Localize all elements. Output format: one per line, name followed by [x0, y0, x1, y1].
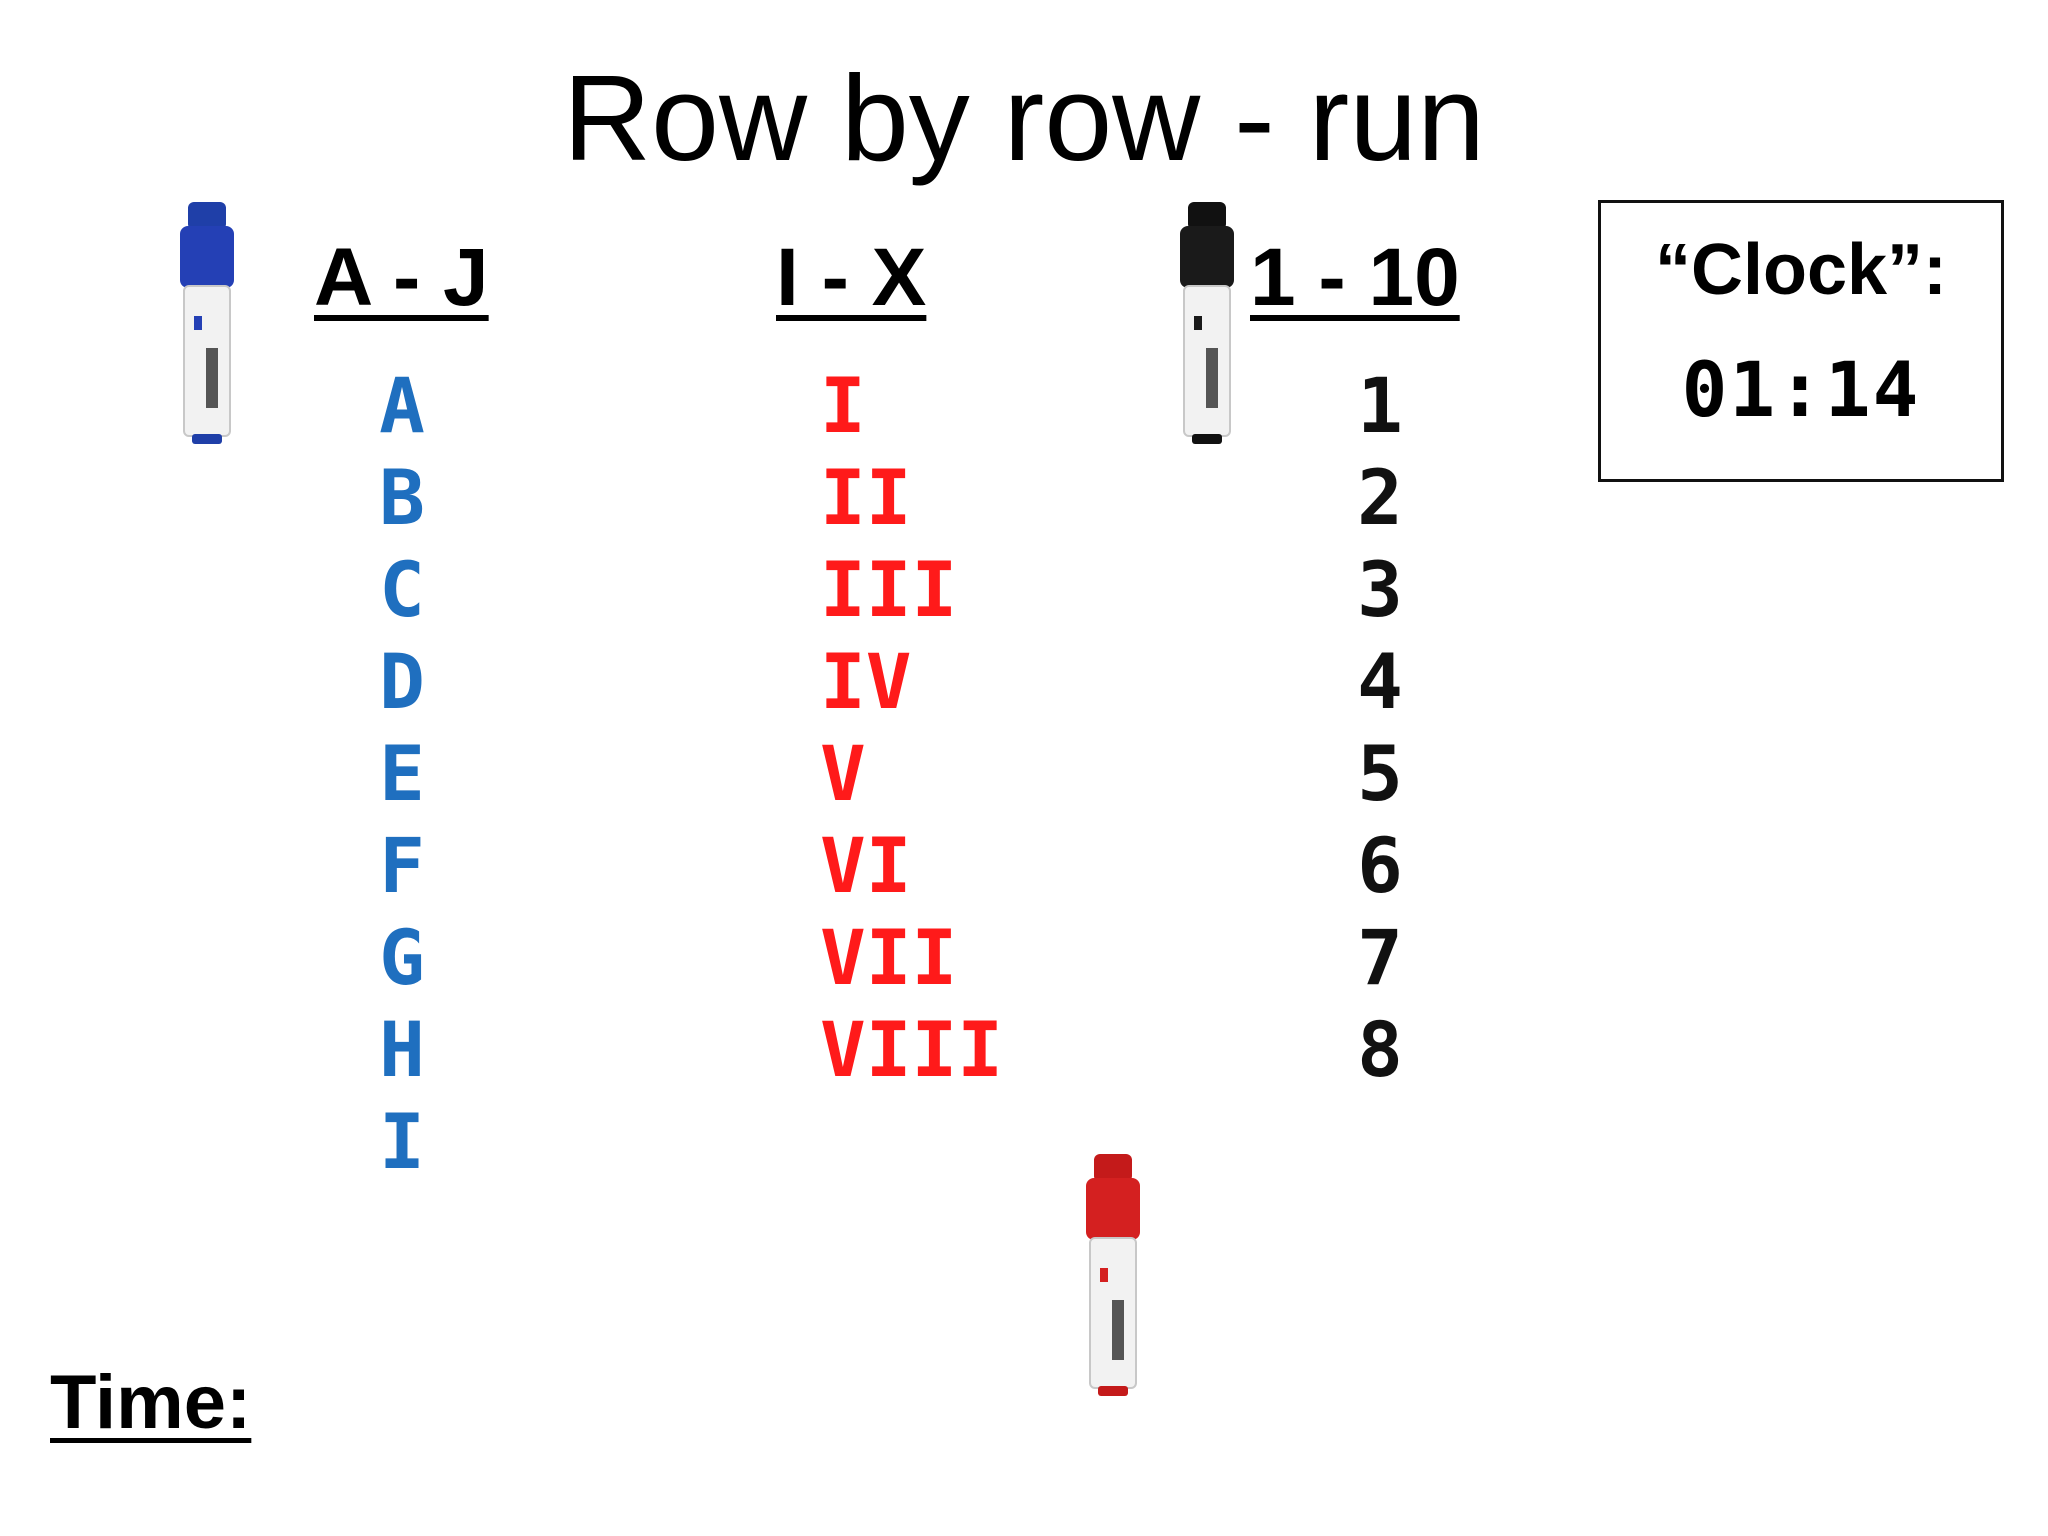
- list-item: VIII: [820, 1005, 1004, 1094]
- list-item: 8: [1357, 1005, 1403, 1094]
- list-item: D: [379, 637, 425, 726]
- red-marker-icon: [1086, 1154, 1140, 1396]
- clock-label: “Clock”:: [1654, 230, 1948, 310]
- list-item: VII: [820, 913, 958, 1002]
- list-item: E: [379, 729, 425, 818]
- list-item: 5: [1357, 729, 1403, 818]
- list-item: F: [379, 821, 425, 910]
- numbers-list: 1 2 3 4 5 6 7 8: [1340, 360, 1420, 1096]
- list-item: 2: [1357, 453, 1403, 542]
- list-item: 7: [1357, 913, 1403, 1002]
- list-item: H: [379, 1005, 425, 1094]
- time-label: Time:: [50, 1360, 252, 1445]
- list-item: III: [820, 545, 958, 634]
- black-marker-icon: [1180, 202, 1234, 444]
- list-item: 6: [1357, 821, 1403, 910]
- clock-value: 01:14: [1681, 345, 1921, 434]
- list-item: VI: [820, 821, 912, 910]
- letters-list: A B C D E F G H I: [362, 360, 442, 1188]
- list-item: B: [379, 453, 425, 542]
- list-item: C: [379, 545, 425, 634]
- list-item: I: [820, 361, 866, 450]
- roman-numerals-list: I II III IV V VI VII VIII: [820, 360, 1040, 1096]
- list-item: V: [820, 729, 866, 818]
- list-item: G: [379, 913, 425, 1002]
- page-title: Row by row - run: [562, 50, 1486, 186]
- list-item: I: [379, 1097, 425, 1186]
- column-header-roman: I - X: [776, 232, 927, 323]
- list-item: 3: [1357, 545, 1403, 634]
- list-item: II: [820, 453, 912, 542]
- clock-box: “Clock”: 01:14: [1598, 200, 2004, 482]
- list-item: 1: [1357, 361, 1403, 450]
- list-item: 4: [1357, 637, 1403, 726]
- list-item: IV: [820, 637, 912, 726]
- column-header-numbers: 1 - 10: [1250, 232, 1460, 323]
- column-header-letters: A - J: [314, 232, 489, 323]
- list-item: A: [379, 361, 425, 450]
- blue-marker-icon: [180, 202, 234, 444]
